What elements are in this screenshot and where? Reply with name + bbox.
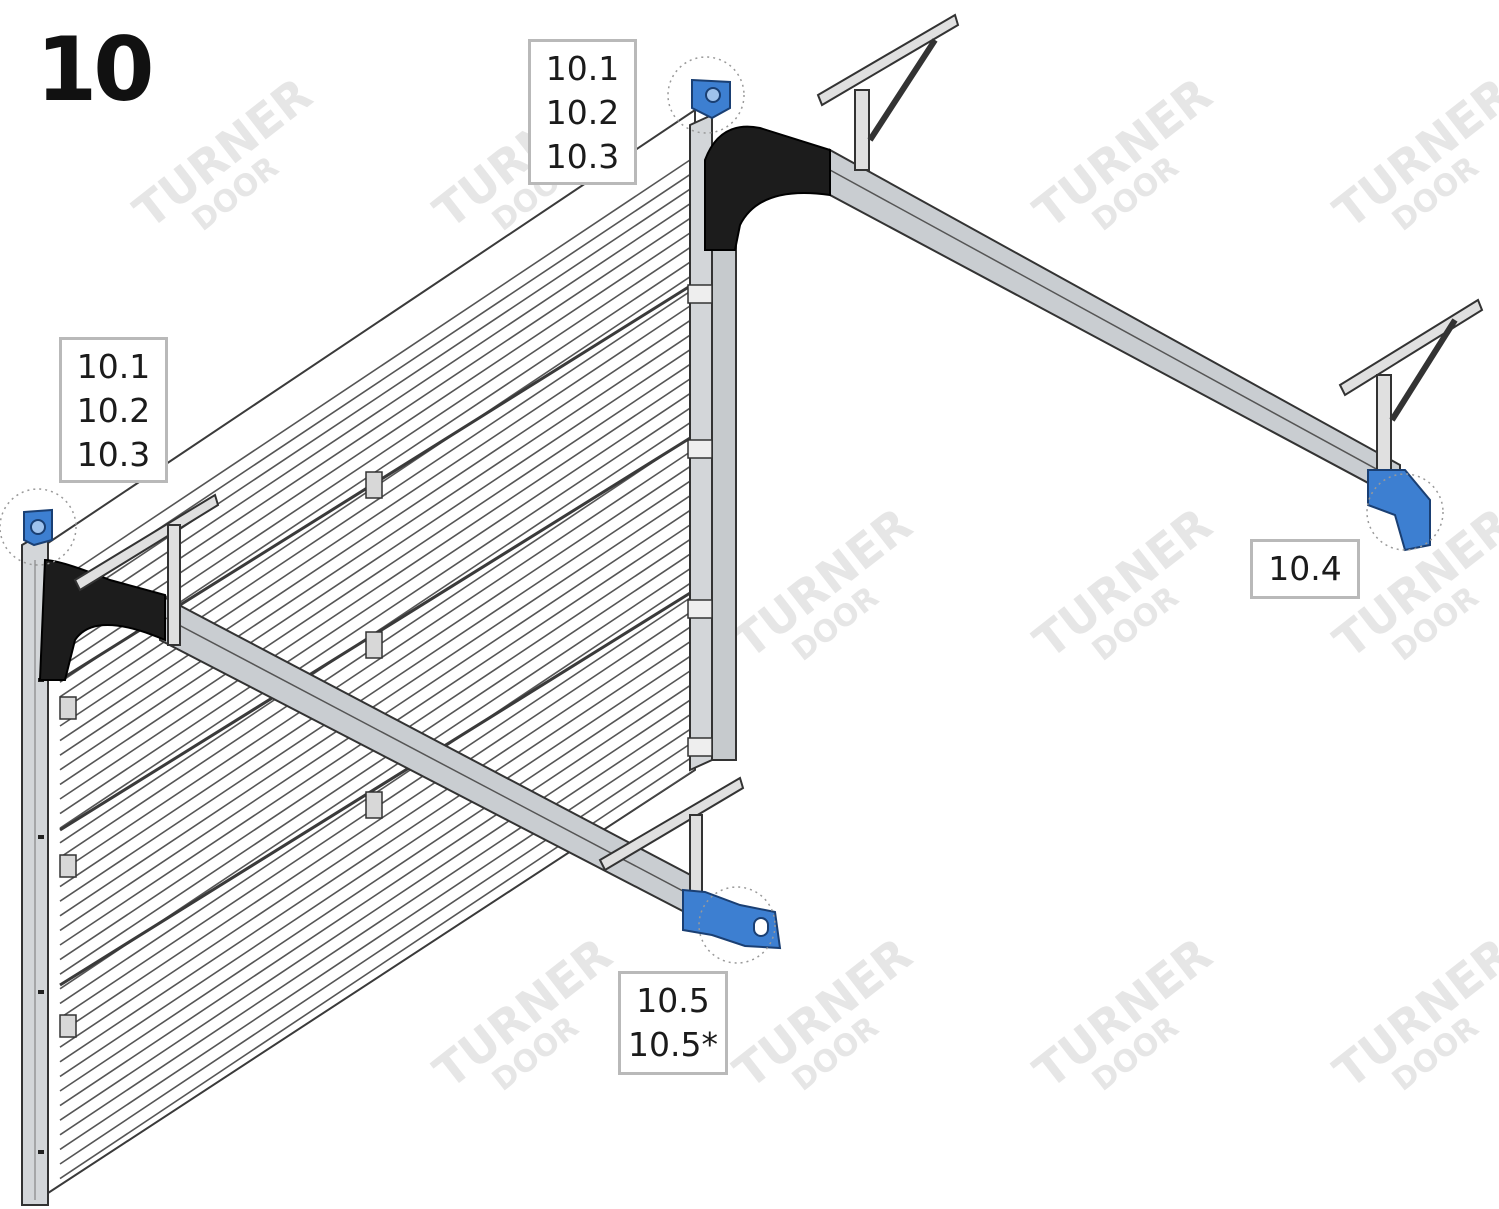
- left-vertical-track: [21, 528, 49, 1206]
- callout-line: 10.1: [545, 49, 620, 88]
- callout-rear-right: 10.4: [1250, 539, 1360, 599]
- panel-rib: [59, 699, 691, 1121]
- panel-rib: [59, 407, 691, 829]
- panel-rib: [59, 217, 691, 640]
- callout-line: 10.2: [545, 93, 620, 132]
- callout-line: 10.5*: [628, 1025, 718, 1064]
- highlight-circles: [0, 56, 1444, 964]
- panel-rib: [59, 714, 691, 1136]
- highlight-parts: [23, 78, 1431, 950]
- panel-rib: [59, 670, 691, 1092]
- panel-rib: [59, 451, 691, 873]
- panel-rib: [59, 684, 691, 1107]
- panel-rib: [59, 392, 691, 815]
- callout-line: 10.1: [76, 347, 151, 386]
- panel-rib: [59, 655, 691, 1078]
- panel-rib: [59, 203, 691, 625]
- panel-rib: [59, 480, 691, 902]
- door-panel: [44, 108, 696, 1197]
- callout-line: 10.3: [545, 137, 620, 176]
- panel-rib: [59, 319, 691, 742]
- panel-rib: [59, 159, 691, 581]
- callout-line: 10.5: [636, 981, 710, 1020]
- callout-line: 10.4: [1268, 549, 1342, 588]
- rear-right-bracket-icon: [1367, 469, 1431, 552]
- panel-rib: [59, 334, 691, 756]
- right-vertical-track: [687, 113, 737, 772]
- right-horizontal-track: [704, 125, 1401, 502]
- panel-rib: [59, 305, 691, 727]
- panel-rib: [59, 553, 691, 975]
- panel-rib: [59, 611, 691, 1034]
- callout-top-right: 10.1 10.2 10.3: [528, 39, 637, 185]
- panel-rib: [59, 465, 691, 888]
- panel-rib: [59, 232, 691, 654]
- step-number: 10: [36, 18, 154, 121]
- panel-rib: [59, 363, 691, 786]
- panel-rib: [59, 188, 691, 610]
- panel-rib: [59, 728, 691, 1151]
- hanger-brackets: [73, 13, 1484, 926]
- left-horizontal-track: [38, 558, 701, 922]
- callout-rear-left: 10.5 10.5*: [618, 971, 728, 1075]
- callout-line: 10.2: [76, 391, 151, 430]
- callout-line: 10.3: [76, 435, 151, 474]
- panel-rib: [59, 378, 691, 800]
- panel-rib: [59, 641, 691, 1063]
- panel-rib: [59, 495, 691, 917]
- panel-rib: [59, 743, 691, 1165]
- panel-rib: [59, 626, 691, 1048]
- callout-top-left: 10.1 10.2 10.3: [59, 337, 168, 483]
- panel-rib: [59, 349, 691, 771]
